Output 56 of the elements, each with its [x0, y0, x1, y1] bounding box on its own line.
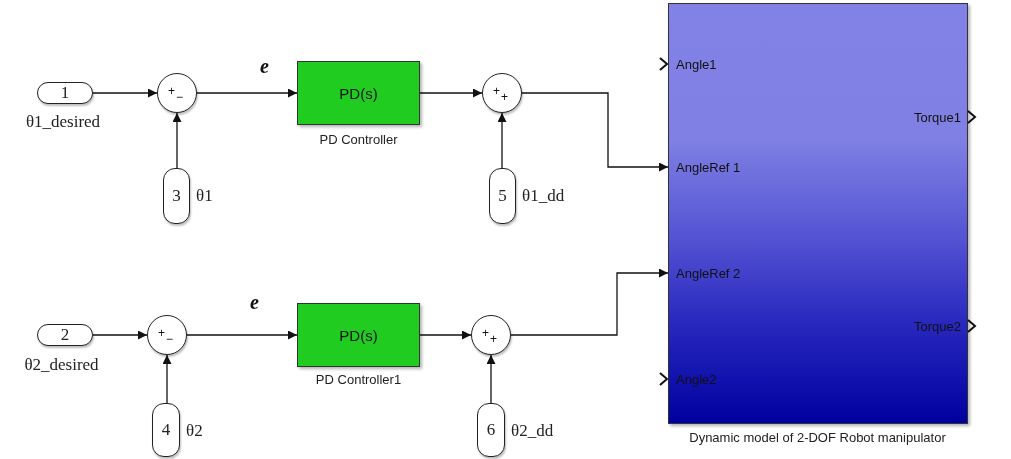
- signal-name: θ2: [186, 421, 203, 441]
- signal-line: [186, 330, 298, 340]
- signal-line: [162, 354, 172, 404]
- signal-line: [510, 268, 669, 336]
- sum-sign: +: [158, 327, 165, 339]
- sum-sign: +: [168, 85, 175, 97]
- signal-line: [92, 330, 148, 340]
- block-name: PD Controller1: [314, 372, 403, 387]
- signal-line: [92, 88, 158, 98]
- sum-block: [157, 73, 197, 113]
- sum-sign: +: [482, 327, 489, 339]
- signal-line: [497, 112, 507, 169]
- signal-name: θ1_dd: [522, 186, 565, 206]
- sum-sign: −: [176, 91, 183, 103]
- sum-sign: +: [493, 85, 500, 97]
- port-label: Torque1: [914, 111, 961, 125]
- signal-name: θ1: [196, 186, 213, 206]
- port-label: AngleRef 1: [676, 161, 741, 175]
- port-label: Torque2: [914, 320, 961, 334]
- port-label: Angle2: [676, 373, 717, 387]
- sum-sign: +: [501, 91, 508, 103]
- pd-controller-block: [297, 61, 420, 125]
- signal-line: [196, 88, 298, 98]
- block-text: PD(s): [339, 326, 378, 344]
- inport-block: [477, 403, 505, 457]
- signal-name: θ2_dd: [511, 421, 554, 441]
- subsystem-block: [668, 3, 968, 424]
- sum-block: [471, 315, 511, 355]
- port-number: 2: [60, 325, 70, 345]
- sum-sign: +: [490, 333, 497, 345]
- sum-block: [147, 315, 187, 355]
- port-number: 5: [498, 186, 507, 206]
- signal-line: [172, 112, 182, 169]
- port-number: 6: [486, 420, 496, 440]
- sum-sign: −: [166, 333, 173, 345]
- port-label: AngleRef 2: [676, 267, 741, 281]
- inport-block: [489, 168, 516, 224]
- block-name: PD Controller: [318, 132, 399, 147]
- signal-name: θ2_desired: [23, 355, 100, 375]
- pd-controller-block: [297, 303, 420, 367]
- signal-line: [419, 330, 472, 340]
- port-number: 3: [172, 186, 181, 206]
- signal-line: [486, 354, 496, 404]
- inport-block: [152, 403, 180, 457]
- sum-block: [482, 73, 522, 113]
- signal-name: θ1_desired: [24, 112, 102, 132]
- block-text: PD(s): [339, 84, 378, 102]
- signal-line: [521, 92, 669, 172]
- inport-block: [163, 168, 190, 224]
- port-number: 1: [60, 83, 70, 103]
- block-name: Dynamic model of 2-DOF Robot manipulator: [688, 430, 947, 445]
- port-label: Angle1: [676, 58, 717, 72]
- port-number: 4: [161, 420, 171, 440]
- signal-line: [419, 88, 483, 98]
- inport-block: [37, 324, 93, 346]
- inport-block: [37, 82, 93, 104]
